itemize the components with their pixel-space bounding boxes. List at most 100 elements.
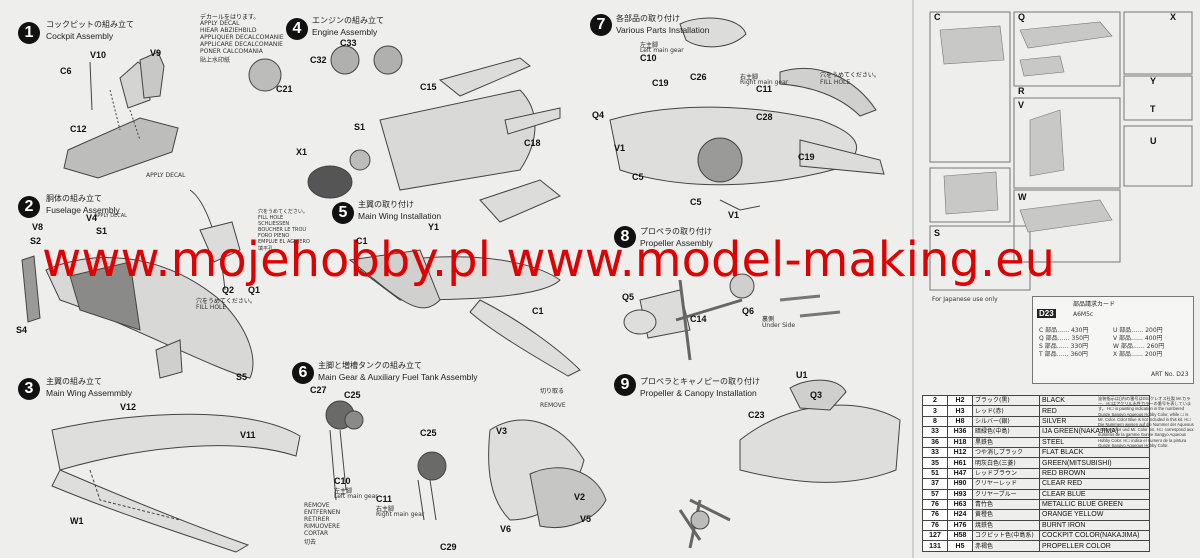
under-side-jp: 裏側	[762, 316, 775, 323]
step-number: 6	[292, 362, 314, 384]
part-label: C11	[756, 84, 773, 94]
sprue-letter: X	[1170, 12, 1177, 22]
part-label: C25	[420, 428, 437, 438]
paint-code: H76	[947, 519, 973, 532]
paint-notes: 塗装指示は()内の番号はGSIクレオス社製 Mr.カラー、H□はアクリル水性カラ…	[1098, 396, 1194, 448]
decal-note-line: PONER CALCOMANIA	[200, 48, 263, 55]
part-label: C10	[640, 53, 657, 63]
part-label: C10	[334, 476, 351, 486]
part-label: C1	[356, 236, 368, 246]
part-label: V1	[728, 210, 740, 220]
sprue-letter: S	[934, 228, 941, 238]
paint-code: H5	[947, 540, 973, 552]
sprue-letter: R	[1018, 86, 1025, 96]
paint-code: H24	[947, 509, 973, 521]
sprue-letter: W	[1018, 192, 1027, 202]
paint-name-jp: 明灰白色(三菱)	[972, 457, 1040, 469]
step-number: 1	[18, 22, 40, 44]
paint-name-en: ORANGE YELLOW	[1039, 509, 1150, 521]
paint-name-jp: 赤褐色	[972, 540, 1040, 552]
part-label: U1	[796, 370, 808, 380]
part-label: C23	[748, 410, 765, 420]
paint-name-jp: 黄橙色	[972, 509, 1040, 521]
card-price-row: Q 部品…… 350円	[1039, 335, 1089, 342]
paint-number: 76	[922, 498, 948, 511]
decal-note-short: APPLY DECAL	[146, 172, 186, 179]
part-label: S1	[96, 226, 108, 236]
part-label: S2	[30, 236, 42, 246]
sprue-letter: Q	[1018, 12, 1026, 22]
step-number: 9	[614, 374, 636, 396]
paint-code: H2	[947, 394, 973, 407]
card-code: D23	[1037, 309, 1056, 318]
decal-note-line: 貼上水印紙	[200, 57, 231, 64]
part-label: V8	[32, 222, 44, 232]
part-label: C33	[340, 38, 357, 48]
paint-code: H93	[947, 488, 973, 500]
paint-code: H47	[947, 467, 973, 480]
fill-hole-line: BOUCHER LE TROU	[258, 227, 307, 233]
paint-number: 76	[922, 509, 948, 521]
paint-code: H3	[947, 405, 973, 417]
fold-line	[912, 0, 914, 558]
step-title-en: Propeller & Canopy Installation	[640, 388, 757, 398]
part-label: C32	[310, 55, 327, 65]
step-title-en: Main Wing Installation	[358, 211, 442, 221]
part-label: V12	[120, 402, 137, 412]
paint-name-jp: レッド(赤)	[972, 405, 1040, 417]
part-label: V10	[90, 50, 107, 60]
paint-name-jp: つや消しブラック	[972, 446, 1040, 459]
part-label: V1	[614, 143, 626, 153]
decal-note-line: APPLICARE DECALCOMANIE	[200, 41, 283, 48]
part-label: C1	[532, 306, 544, 316]
step-title-en: Cockpit Assembly	[46, 31, 114, 41]
step-title-jp: プロペラの取り付け	[640, 227, 712, 236]
paint-number: 131	[922, 540, 948, 552]
paint-name-jp: 青竹色	[972, 498, 1040, 511]
part-label: V9	[150, 48, 162, 58]
left-gear-jp: 左主脚	[334, 488, 353, 495]
paint-code: H36	[947, 426, 973, 438]
sprue-letter: T	[1150, 104, 1156, 114]
part-label: S4	[16, 325, 28, 335]
paint-number: 51	[922, 467, 948, 480]
remove-line: 切去	[304, 539, 317, 546]
paint-name-jp: 暗緑色(中島)	[972, 426, 1040, 438]
part-label: C12	[70, 124, 87, 134]
paint-number: 33	[922, 426, 948, 438]
paint-number: 127	[922, 530, 948, 542]
paint-number: 33	[922, 446, 948, 459]
part-label: Q3	[810, 390, 823, 400]
paint-name-en: BURNT IRON	[1039, 519, 1150, 532]
fill-hole-line: EMPLUE EL AGUJERO	[258, 239, 310, 245]
remove-line: RETIRER	[304, 516, 330, 523]
paint-number: 57	[922, 488, 948, 500]
paint-name-en: CLEAR RED	[1039, 478, 1150, 490]
part-label: C5	[632, 172, 644, 182]
part-label: C19	[652, 78, 669, 88]
part-label: C25	[344, 390, 361, 400]
watermark-text: www.mojehobby.pl www.model-making.eu	[42, 232, 1056, 288]
remove-jp: 切り取る	[540, 388, 565, 395]
paint-number: 35	[922, 457, 948, 469]
paint-name-jp: 焼鉄色	[972, 519, 1040, 532]
step-title-jp: 胴体の組み立て	[46, 194, 102, 203]
step-title-jp: 主翼の取り付け	[358, 200, 414, 209]
sprue-letter: C	[934, 12, 941, 22]
paint-code: H90	[947, 478, 973, 490]
sprue-letter: Y	[1150, 76, 1157, 86]
part-label: Q4	[592, 110, 605, 120]
part-label: Q5	[622, 292, 635, 302]
paint-code: H8	[947, 415, 973, 428]
part-label: C19	[798, 152, 815, 162]
paint-name-en: FLAT BLACK	[1039, 446, 1150, 459]
